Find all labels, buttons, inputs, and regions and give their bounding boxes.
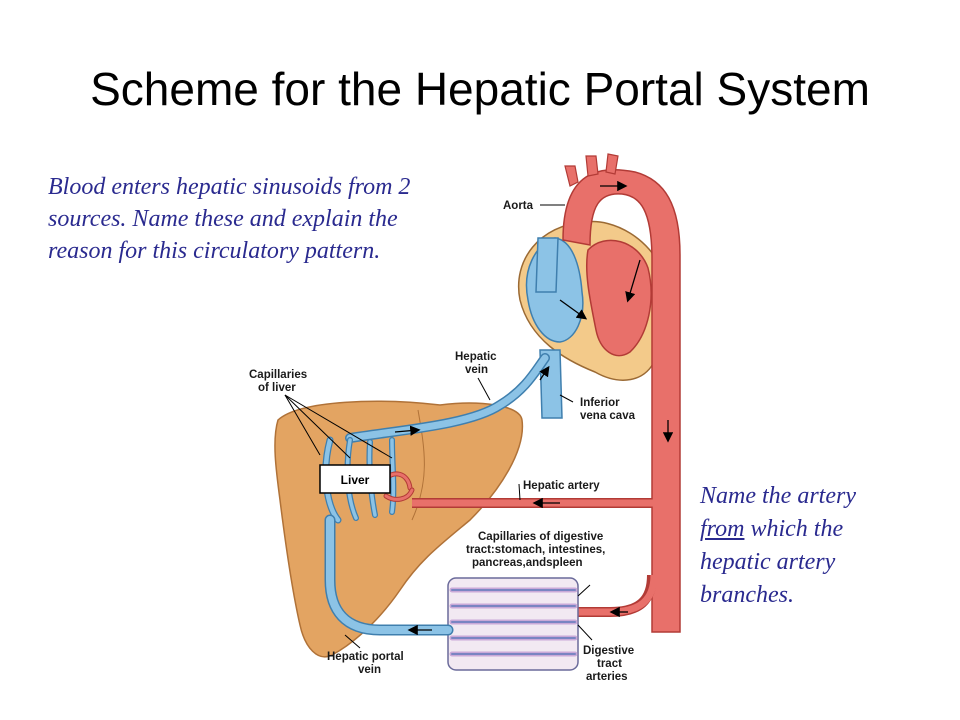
hepatic-vein-label-2: vein [465,364,488,376]
aorta-branch-1 [564,165,579,187]
hepatic-portal-vein-label-2: vein [358,664,381,676]
aorta-label: Aorta [503,200,534,212]
digestive-tract-arteries-label-3: arteries [586,671,628,683]
hepatic-portal-vein-label-1: Hepatic portal [327,651,404,663]
capillaries-digestive-label-2: tract:stomach, intestines, [466,544,605,556]
heart-left-chamber [585,239,652,357]
digestive-capillaries [447,577,579,671]
capillaries-liver-label-2: of liver [258,382,296,394]
aorta-branch-2 [585,155,599,177]
slide-title: Scheme for the Hepatic Portal System [90,63,870,115]
hepatic-artery-label: Hepatic artery [523,480,600,492]
capillaries-liver-label-1: Capillaries [249,369,307,381]
capillaries-digestive-label-3: pancreas,andspleen [472,557,583,569]
question-blood-sources: Blood enters hepatic sinusoids from 2 so… [48,174,411,264]
question-artery-origin: Name the artery from which the hepatic a… [700,480,940,612]
liver-label-box [319,464,391,494]
inferior-vena-cava-label-1: Inferior [580,397,620,409]
hepatic-vein-label-1: Hepatic [455,351,497,363]
leader-lines [284,204,593,649]
question-artery-line2: which the [744,516,844,543]
flow-arrows [394,180,674,636]
question-artery-line4: branches. [700,582,794,609]
question-artery-line3: hepatic artery [700,549,836,576]
question-artery-underlined: from [700,516,745,543]
question-artery-line1: Name the artery [700,483,856,509]
digestive-tract-arteries-label-1: Digestive [583,645,634,657]
digestive-tract-arteries-label-2: tract [597,658,622,670]
aorta-branch-3 [605,153,619,175]
liver-label: Liver [341,473,370,487]
inferior-vena-cava-label-2: vena cava [580,410,636,422]
capillaries-digestive-label-1: Capillaries of digestive [478,531,603,543]
aorta [562,168,681,633]
superior-vena-cava [535,237,559,293]
